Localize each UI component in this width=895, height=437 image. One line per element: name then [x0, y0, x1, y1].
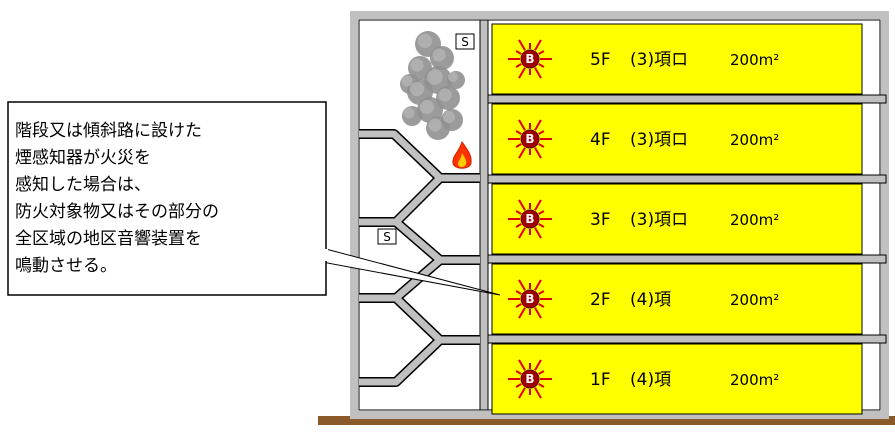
floor-room — [491, 183, 863, 255]
bell-sensor-icon: B — [508, 39, 552, 79]
floor-use: (3)項ロ — [630, 130, 688, 150]
callout-line: 鳴動させる。 — [15, 256, 117, 276]
floor-use: (3)項ロ — [630, 50, 688, 70]
bell-sensor-icon: B — [508, 199, 552, 239]
callout-line: 階段又は傾斜路に設けた — [15, 121, 202, 141]
floor-use: (4)項 — [630, 370, 671, 390]
callout-line: 全区域の地区音響装置を — [15, 229, 202, 249]
floor-area: 200m² — [730, 371, 779, 389]
staircase — [359, 129, 480, 387]
floor-label: 5F — [590, 50, 611, 70]
floor-row: B 1F (4)項 200m² — [491, 343, 863, 415]
callout-text: 階段又は傾斜路に設けた 煙感知器が火災を 感知した場合は、 防火対象物又はその部… — [15, 121, 219, 276]
bell-sensor-icon: B — [508, 119, 552, 159]
callout-line: 防火対象物又はその部分の — [15, 202, 219, 222]
callout-line: 感知した場合は、 — [15, 175, 151, 195]
bell-sensor-icon: B — [508, 279, 552, 319]
floor-room — [491, 263, 863, 335]
sensor-letter: B — [525, 292, 534, 306]
floor-room — [491, 343, 863, 415]
bell-sensor-icon: B — [508, 359, 552, 399]
floor-room — [491, 103, 863, 175]
floor-area: 200m² — [730, 291, 779, 309]
floor-room — [491, 23, 863, 95]
floor-area: 200m² — [730, 211, 779, 229]
floor-row: B 4F (3)項ロ 200m² — [487, 103, 887, 184]
callout-line: 煙感知器が火災を — [15, 148, 151, 168]
floor-slab — [487, 174, 887, 184]
floor-area: 200m² — [730, 51, 779, 69]
smoke-detector-icon: S — [455, 33, 475, 50]
floor-slab — [487, 254, 887, 264]
smoke-detector-icon: S — [377, 228, 397, 245]
floor-slab — [487, 334, 887, 344]
floor-slab — [487, 94, 887, 104]
sensor-letter: B — [525, 212, 534, 226]
smoke-detector-letter: S — [383, 230, 391, 244]
floor-area: 200m² — [730, 131, 779, 149]
floor-label: 2F — [590, 290, 611, 310]
ground-line — [318, 416, 895, 425]
sensor-letter: B — [525, 132, 534, 146]
callout-box — [7, 101, 327, 296]
sensor-letter: B — [525, 372, 534, 386]
floor-row: B 3F (3)項ロ 200m² — [487, 183, 887, 264]
fire-icon — [452, 140, 472, 169]
sensor-letter: B — [525, 52, 534, 66]
floor-row: B 5F (3)項ロ 200m² — [487, 23, 887, 104]
smoke-cloud-icon — [400, 31, 465, 140]
floor-use: (4)項 — [630, 290, 671, 310]
floor-row: B 2F (4)項 200m² — [487, 263, 887, 344]
floor-label: 4F — [590, 130, 611, 150]
floor-label: 3F — [590, 210, 611, 230]
floor-label: 1F — [590, 370, 611, 390]
floor-use: (3)項ロ — [630, 210, 688, 230]
smoke-detector-letter: S — [461, 35, 469, 49]
